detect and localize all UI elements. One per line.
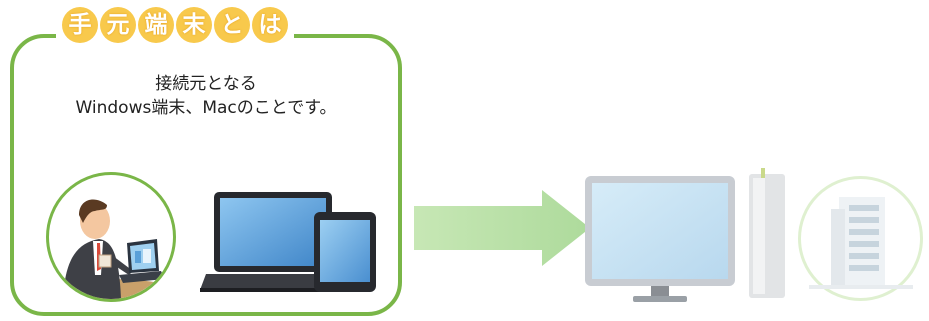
laptop-and-tablet-icon (200, 190, 380, 302)
right-arrow-icon (414, 190, 594, 274)
card-title: 手 元 端 末 と は (56, 7, 294, 47)
description-line-1: 接続元となる (155, 74, 257, 94)
card-description: 接続元となる Windows端末、Macのことです。 (10, 72, 402, 120)
title-char: は (252, 7, 288, 43)
person-with-laptop-icon (46, 172, 176, 302)
title-char: 末 (176, 7, 212, 43)
desktop-monitor-icon (585, 176, 735, 302)
description-line-2: Windows端末、Macのことです。 (75, 98, 337, 118)
title-char: 手 (62, 7, 98, 43)
title-char: 端 (138, 7, 174, 43)
office-building-icon (798, 176, 923, 301)
remote-pc-group (585, 168, 790, 307)
pc-tower-icon (749, 168, 785, 298)
title-char: と (214, 7, 250, 43)
title-char: 元 (100, 7, 136, 43)
